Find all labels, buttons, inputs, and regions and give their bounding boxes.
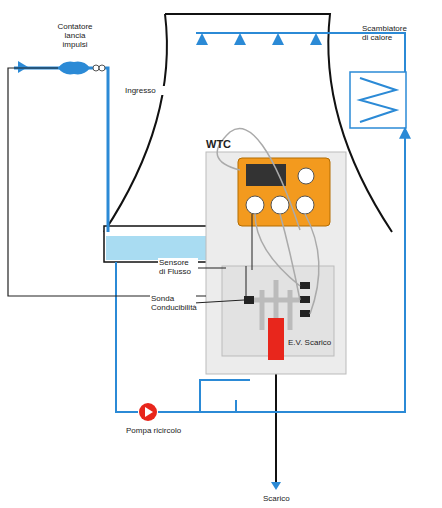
heat-exchanger: Scambiatore di calore [350,72,406,128]
drain-line [275,360,277,482]
inlet-pipe [14,68,108,232]
nozzles [196,33,322,45]
drain-drop [271,482,281,490]
pipe [200,380,250,412]
node-label: Pompa ricircolo [126,426,196,435]
pipe-connector [158,128,405,412]
signal-wire [8,68,206,296]
pipe [116,262,138,412]
node-label: Scambiatore di calore [362,24,408,42]
node-label: E.V. Scarico [288,338,348,347]
injector [300,310,310,317]
node-shape [58,60,90,76]
part-label: Ingresso [124,86,186,95]
part-label: Scarico [262,494,324,503]
node-shape [138,402,158,422]
tower-outline [104,14,167,232]
sensor [244,296,254,304]
cable [246,214,252,296]
tube [217,129,319,314]
part-label: Sonda Conducibilità [150,294,196,312]
pulse-meter: Contatore lancia impulsi [58,60,90,76]
pipe [235,400,237,412]
valve [99,65,105,71]
injector [300,296,310,303]
node-label: WTC [206,138,231,151]
recirculation-pump: Pompa ricircolo [138,402,158,422]
node-label: Contatore lancia impulsi [52,22,98,49]
injector [300,282,310,289]
part-label: Sensore di Flusso [158,258,198,276]
exchanger-body [350,72,406,128]
pump-heads [246,168,314,214]
solenoid-valve: E.V. Scarico [268,318,284,360]
coil [360,78,396,122]
display [246,164,286,186]
flow-arrow [18,61,28,73]
leader-line [194,268,244,303]
valve [93,65,99,71]
